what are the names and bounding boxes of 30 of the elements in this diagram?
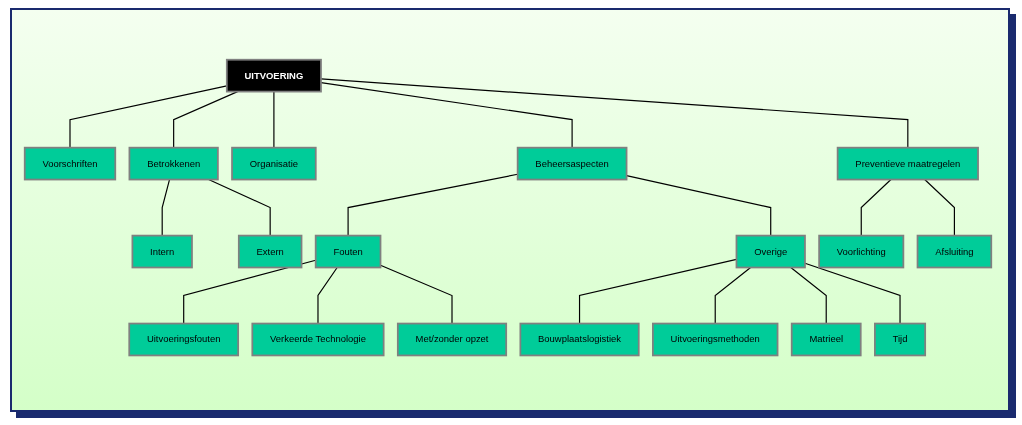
- node-box: Verkeerde Technologie: [251, 323, 385, 357]
- node-box: Fouten: [314, 235, 382, 269]
- connector: [804, 263, 901, 325]
- node-box: Uitvoeringsfouten: [128, 323, 240, 357]
- node-box: Matrieel: [790, 323, 862, 357]
- node-box: Extern: [237, 235, 303, 269]
- connector: [790, 267, 827, 325]
- connector: [860, 179, 892, 237]
- node-box: Betrokkenen: [128, 147, 219, 181]
- node-box: Overige: [735, 235, 806, 269]
- node-box: Voorschriften: [23, 147, 117, 181]
- node-box: Preventieve maatregelen: [836, 147, 979, 181]
- node-box: Voorlichting: [818, 235, 905, 269]
- connector: [161, 179, 171, 237]
- connector: [273, 91, 275, 149]
- connector: [714, 267, 752, 325]
- node-box: Afsluiting: [916, 235, 993, 269]
- node-box: Organisatie: [231, 147, 317, 181]
- node-box: Met/zonder opzet: [396, 323, 508, 357]
- connector: [924, 179, 955, 237]
- node-box: Tijd: [874, 323, 927, 357]
- connector: [320, 78, 909, 149]
- connector: [317, 267, 338, 325]
- connector: [320, 82, 573, 149]
- node-box: Beheersaspecten: [516, 147, 628, 181]
- node-box: Intern: [131, 235, 193, 269]
- connector: [208, 179, 271, 237]
- node-box: Uitvoeringsmethoden: [652, 323, 779, 357]
- node-box: UITVOERING: [225, 59, 322, 93]
- node-box: Bouwplaatslogistiek: [519, 323, 640, 357]
